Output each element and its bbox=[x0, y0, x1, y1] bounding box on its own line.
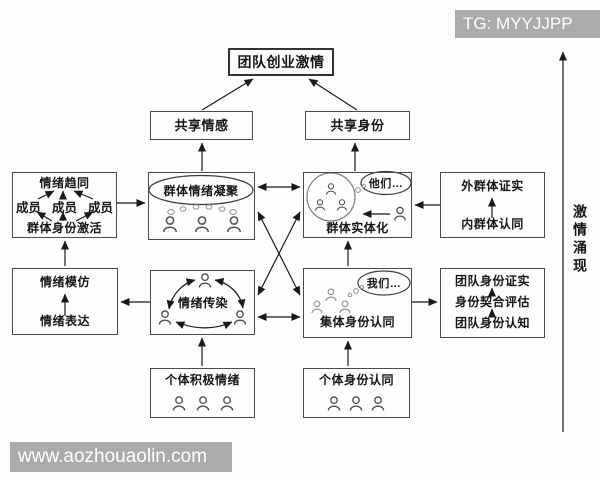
individual-identity-label: 个体身份认同 bbox=[318, 373, 394, 387]
box-title bbox=[228, 48, 334, 76]
outgroup-verification-label: 外群体证实 bbox=[461, 179, 524, 193]
arrow-shared-identity-to-title bbox=[308, 78, 358, 111]
title-label: 团队创业激情 bbox=[237, 54, 325, 70]
box-individual-emotion bbox=[150, 368, 255, 418]
thought-bubble-dots-we bbox=[347, 284, 365, 298]
shared-emotion-label: 共享情感 bbox=[174, 118, 229, 133]
team-identity-verification-label: 团队身份证实 bbox=[454, 274, 530, 288]
emotion-expression-label: 情绪表达 bbox=[39, 314, 90, 328]
box-shared-emotion bbox=[150, 111, 253, 140]
thought-bubble-dots-they bbox=[355, 183, 367, 193]
box-group-emotion-cohesion bbox=[148, 172, 255, 240]
we-bubble-ellipse bbox=[357, 270, 411, 296]
identity-fit-evaluation-label: 身份契合评估 bbox=[454, 295, 530, 309]
we-bubble-label: 我们… bbox=[366, 278, 402, 290]
box-emotion-convergence bbox=[12, 172, 117, 238]
entitativity-group-circle bbox=[306, 172, 356, 222]
arrows-contagion-cycle bbox=[166, 278, 246, 330]
member-label: 成员 bbox=[16, 201, 42, 215]
team-identity-cognition-label: 团队身份认知 bbox=[454, 316, 530, 330]
collective-identity-label: 集体身份认同 bbox=[319, 315, 395, 329]
emotion-convergence-label: 情绪趋同 bbox=[39, 176, 90, 190]
box-emotion-contagion bbox=[150, 270, 255, 335]
group-identity-activation-label: 群体身份激活 bbox=[26, 221, 102, 235]
passion-emergence-label: 激情涌现 bbox=[572, 204, 588, 276]
member-label: 成员 bbox=[87, 201, 113, 215]
box-emotion-mimicry bbox=[12, 268, 118, 335]
website-watermark: www.aozhouaolin.com bbox=[10, 442, 232, 472]
members-row: 成员 成员 成员 bbox=[16, 197, 113, 216]
box-group-entitativity bbox=[303, 172, 412, 238]
arrows-members-to-convergence bbox=[36, 190, 94, 222]
telegram-watermark: TG: MYYJJPP bbox=[455, 10, 600, 38]
box-collective-identity bbox=[303, 268, 412, 338]
thought-bubble-dots-group-emotion bbox=[167, 204, 237, 215]
individual-emotion-label: 个体积极情绪 bbox=[164, 373, 240, 387]
shared-identity-label: 共享身份 bbox=[330, 118, 385, 133]
ingroup-identification-label: 内群体认同 bbox=[461, 217, 524, 231]
box-shared-identity bbox=[305, 111, 410, 140]
group-emotion-ellipse bbox=[148, 174, 254, 206]
box-individual-identity bbox=[303, 368, 410, 418]
they-bubble-label: 他们… bbox=[368, 178, 404, 190]
arrow-contagion-entitativity-diagonal bbox=[257, 211, 301, 296]
arrow-shared-emotion-to-title bbox=[201, 78, 254, 111]
box-outgroup bbox=[440, 172, 545, 238]
member-label: 成员 bbox=[51, 201, 77, 215]
emotion-mimicry-label: 情绪模仿 bbox=[39, 275, 90, 289]
emotion-contagion-label: 情绪传染 bbox=[177, 296, 228, 310]
box-team-identity bbox=[440, 268, 545, 338]
group-emotion-cohesion-label: 群体情绪凝聚 bbox=[163, 184, 239, 198]
group-entitativity-label: 群体实体化 bbox=[326, 221, 389, 235]
